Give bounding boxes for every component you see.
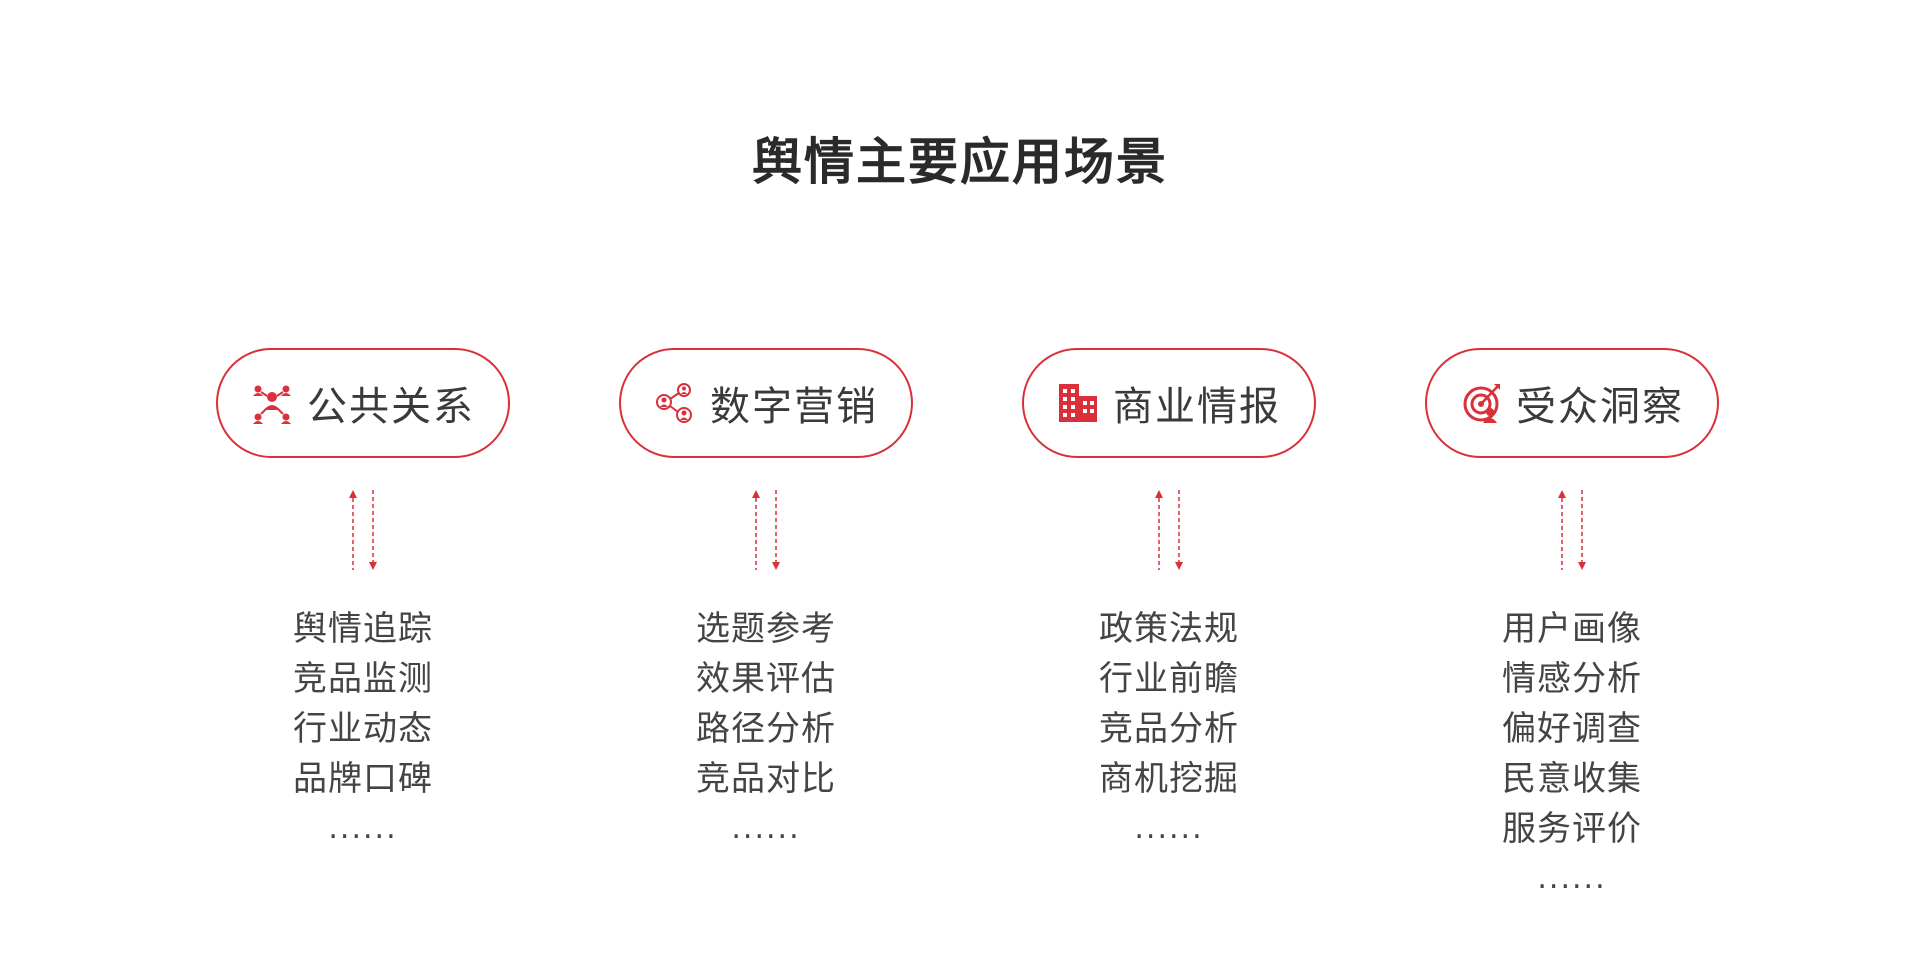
target-user-icon — [1460, 382, 1502, 424]
scenario-pill-public-relations[interactable]: 公共关系 — [216, 348, 510, 458]
list-item: 商机挖掘 — [1099, 759, 1239, 799]
more-ellipsis: ...... — [731, 811, 801, 846]
bidirectional-arrows — [752, 490, 780, 570]
scenario-item-list: 用户画像 情感分析 偏好调查 民意收集 服务评价 ...... — [1425, 604, 1719, 904]
scenario-column-audience-insight: 受众洞察 用户画像 情感分析 偏好调查 民意收集 服务评价 ...... — [1425, 0, 1725, 968]
list-item: 路径分析 — [696, 709, 836, 749]
scenario-label: 公共关系 — [307, 384, 475, 430]
list-item: 竞品对比 — [696, 759, 836, 799]
bidirectional-arrows — [1558, 490, 1586, 570]
list-item: 行业动态 — [293, 709, 433, 749]
more-ellipsis: ...... — [1134, 811, 1204, 846]
list-item: 情感分析 — [1502, 659, 1642, 699]
scenario-item-list: 选题参考 效果评估 路径分析 竞品对比 ...... — [619, 604, 913, 854]
list-item: 竞品分析 — [1099, 709, 1239, 749]
user-share-icon — [654, 382, 696, 424]
scenario-column-business-intelligence: 商业情报 政策法规 行业前瞻 竞品分析 商机挖掘 ...... — [1022, 0, 1322, 968]
list-item: 舆情追踪 — [293, 609, 433, 649]
scenario-column-digital-marketing: 数字营销 选题参考 效果评估 路径分析 竞品对比 ...... — [619, 0, 919, 968]
list-item: 竞品监测 — [293, 659, 433, 699]
scenario-label: 数字营销 — [710, 384, 878, 430]
page-title: 舆情主要应用场景 — [752, 133, 1168, 191]
scenario-pill-audience-insight[interactable]: 受众洞察 — [1425, 348, 1719, 458]
scenario-label: 商业情报 — [1113, 384, 1281, 430]
list-item: 用户画像 — [1502, 609, 1642, 649]
list-item: 效果评估 — [696, 659, 836, 699]
bidirectional-arrows — [349, 490, 377, 570]
scenario-item-list: 政策法规 行业前瞻 竞品分析 商机挖掘 ...... — [1022, 604, 1316, 854]
list-item: 政策法规 — [1099, 609, 1239, 649]
list-item: 服务评价 — [1502, 809, 1642, 849]
building-icon — [1057, 382, 1099, 424]
list-item: 偏好调查 — [1502, 709, 1642, 749]
bidirectional-arrows — [1155, 490, 1183, 570]
scenario-column-public-relations: 公共关系 舆情追踪 竞品监测 行业动态 品牌口碑 ...... — [216, 0, 516, 968]
scenario-pill-business-intelligence[interactable]: 商业情报 — [1022, 348, 1316, 458]
list-item: 选题参考 — [696, 609, 836, 649]
list-item: 行业前瞻 — [1099, 659, 1239, 699]
more-ellipsis: ...... — [1537, 861, 1607, 896]
scenario-label: 受众洞察 — [1516, 384, 1684, 430]
scenario-item-list: 舆情追踪 竞品监测 行业动态 品牌口碑 ...... — [216, 604, 510, 854]
list-item: 民意收集 — [1502, 759, 1642, 799]
list-item: 品牌口碑 — [293, 759, 433, 799]
scenario-pill-digital-marketing[interactable]: 数字营销 — [619, 348, 913, 458]
more-ellipsis: ...... — [328, 811, 398, 846]
people-network-icon — [251, 382, 293, 424]
